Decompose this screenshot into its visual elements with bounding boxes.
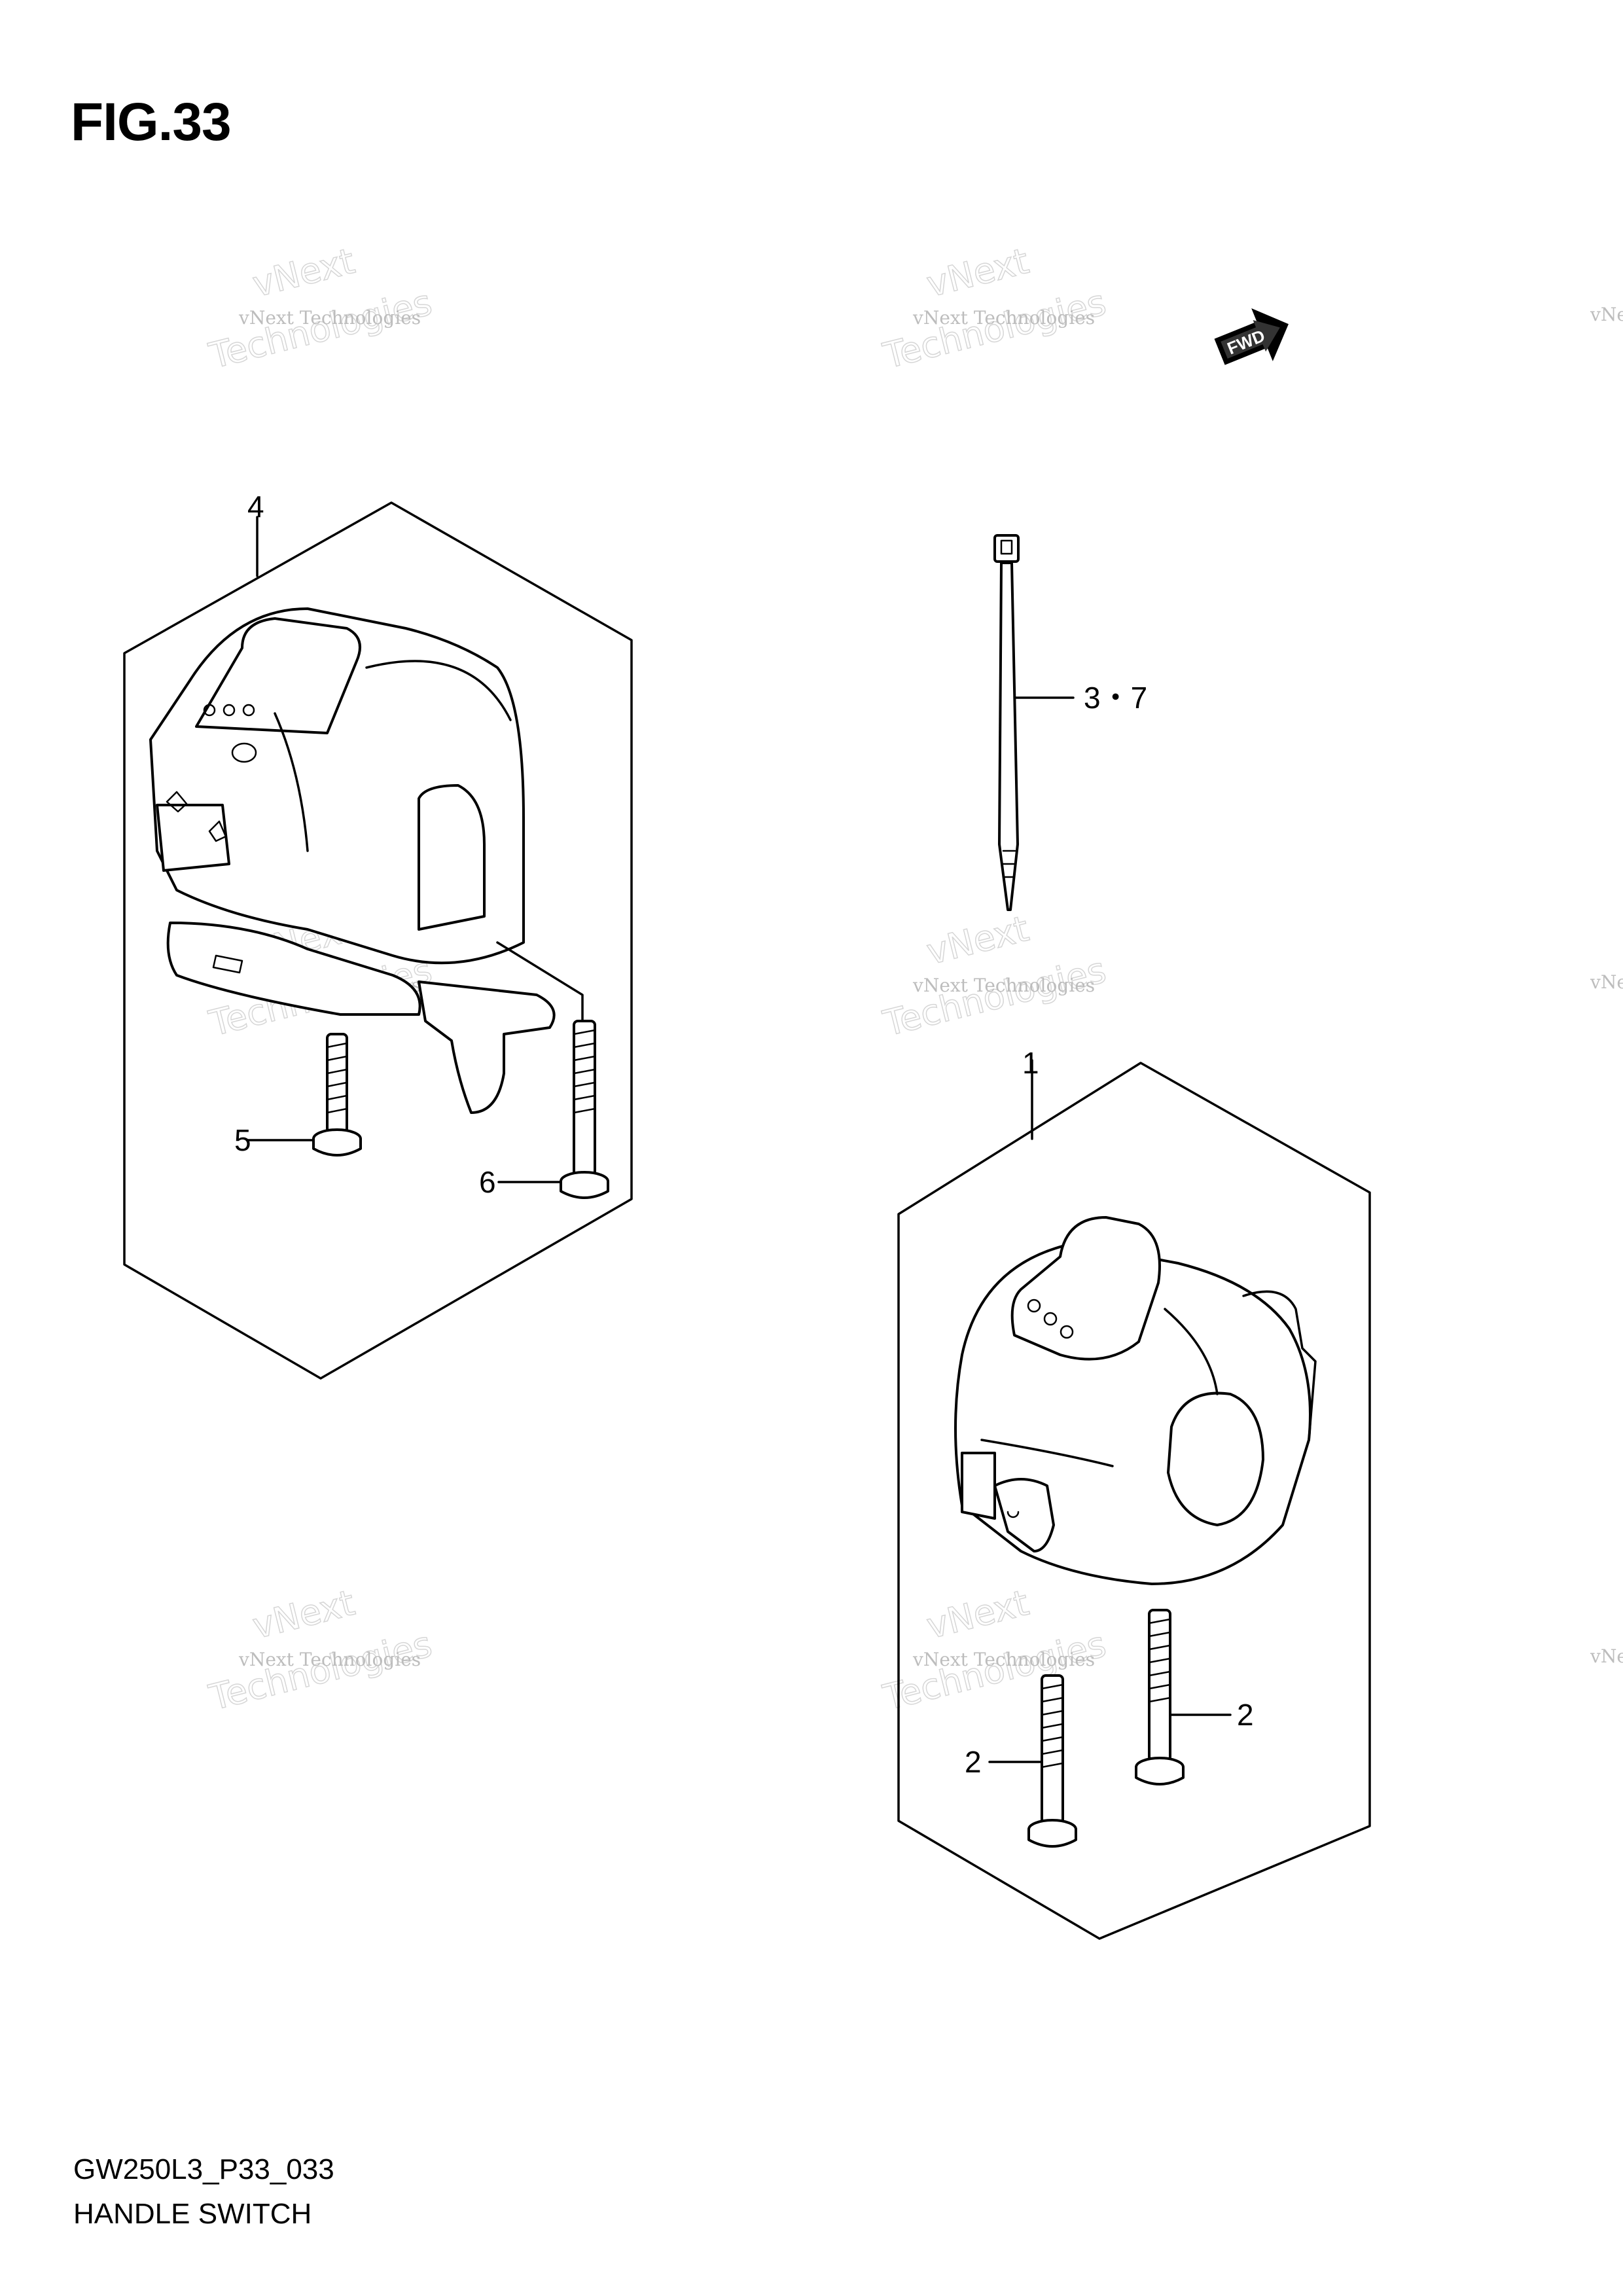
right-handle-switch: [954, 1216, 1317, 1585]
watermark-vnext: vNext: [249, 240, 359, 305]
figure-title: FIG.33: [71, 92, 232, 152]
watermark: vNext Technologies: [1590, 304, 1623, 325]
watermark-technologies: Technologies: [879, 1623, 1110, 1718]
callout-1: 1: [1022, 1046, 1039, 1080]
watermark-line: vNext Technologies: [1590, 304, 1623, 325]
screw-part-2-lower: [1027, 1674, 1077, 1848]
watermark: vNext Technologies: [1590, 971, 1623, 993]
watermark: vNext vNext Technologies Technologies: [878, 1581, 1110, 1719]
watermark-line: vNext Technologies: [1590, 1645, 1623, 1667]
callout-2-upper: 2: [1237, 1698, 1254, 1732]
watermark-vnext: vNext: [249, 1582, 359, 1647]
screw-part-2-upper: [1135, 1609, 1185, 1785]
watermark: vNext Technologies: [1590, 1645, 1623, 1667]
watermark-line: vNext Technologies: [912, 307, 1095, 329]
watermark-vnext: vNext: [923, 1582, 1033, 1647]
left-handle-switch: [149, 607, 584, 1114]
screw-part-6: [560, 1020, 609, 1199]
watermark-line: vNext Technologies: [912, 975, 1095, 996]
watermark-technologies: Technologies: [205, 281, 436, 376]
figure-name: HANDLE SWITCH: [73, 2198, 312, 2230]
watermark: vNext vNext Technologies Technologies: [878, 240, 1110, 377]
callout-5: 5: [234, 1123, 251, 1157]
watermark-line: vNext Technologies: [1590, 971, 1623, 993]
watermark: vNext vNext Technologies Technologies: [878, 907, 1110, 1045]
watermark: vNext vNext Technologies Technologies: [204, 1581, 436, 1719]
watermark-line: vNext Technologies: [238, 307, 421, 329]
watermark-vnext: vNext: [923, 240, 1033, 305]
screw-part-5: [312, 1033, 362, 1157]
fwd-arrow-icon: FWD: [1214, 308, 1289, 365]
watermark-group: vNext vNext Technologies Technologies vN…: [204, 240, 1623, 1719]
watermark-vnext: vNext: [923, 908, 1033, 973]
assembly-outline-left: [123, 501, 633, 1380]
watermark-line: vNext Technologies: [912, 1649, 1095, 1670]
watermark-technologies: Technologies: [879, 949, 1110, 1044]
callout-2-lower: 2: [965, 1745, 982, 1779]
watermark: vNext vNext Technologies Technologies: [204, 240, 436, 377]
watermark-technologies: Technologies: [205, 1623, 436, 1718]
figure-code: GW250L3_P33_033: [73, 2153, 334, 2185]
callout-3-7: 3・7: [1084, 681, 1147, 715]
watermark-technologies: Technologies: [879, 281, 1110, 376]
callout-4: 4: [247, 490, 264, 524]
callout-6: 6: [479, 1165, 496, 1199]
assembly-outline-right: [897, 1062, 1371, 1940]
cable-tie-part-3-7: [993, 534, 1020, 911]
watermark-line: vNext Technologies: [238, 1649, 421, 1670]
